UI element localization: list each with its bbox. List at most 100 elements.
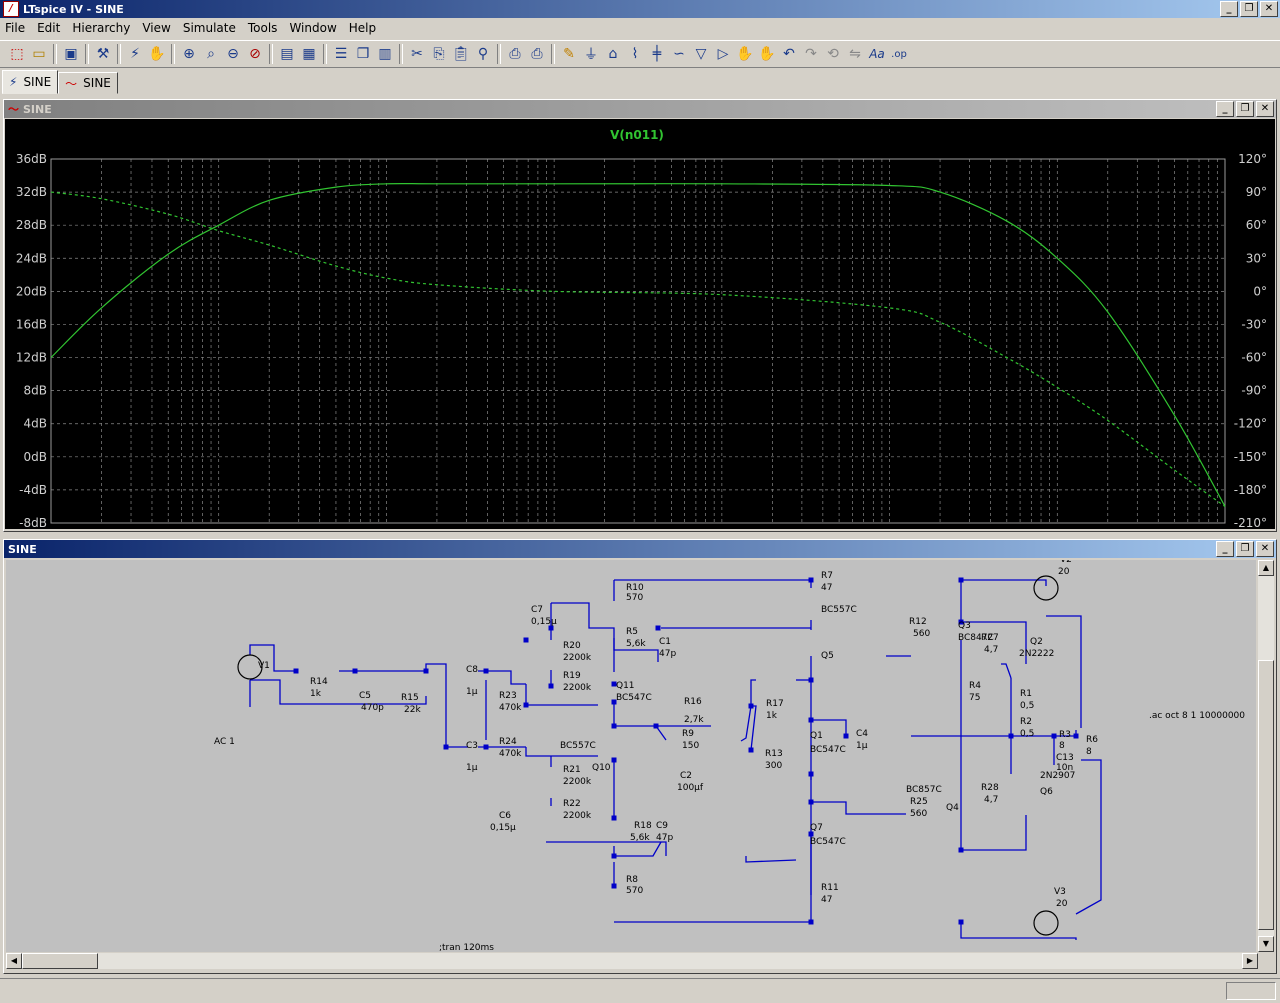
component-name[interactable]: C6 — [499, 811, 511, 821]
voltage-source[interactable] — [1033, 575, 1059, 601]
mirror-icon[interactable]: ⇋ — [849, 46, 861, 62]
move-icon[interactable]: ✋ — [736, 46, 754, 62]
component-name[interactable]: C3 — [466, 741, 478, 751]
wire[interactable] — [750, 705, 757, 751]
plot-restore-button[interactable]: ❐ — [1236, 101, 1254, 117]
component-name[interactable]: Q6 — [1040, 787, 1053, 797]
component-name[interactable]: R21 — [563, 765, 581, 775]
menu-simulate[interactable]: Simulate — [182, 21, 236, 35]
new-schematic-icon[interactable]: ⬚ — [10, 46, 24, 62]
find-icon[interactable]: ⚲ — [477, 46, 489, 62]
schematic-minimize-button[interactable]: _ — [1216, 541, 1234, 557]
tran-directive[interactable]: ;tran 120ms — [439, 943, 494, 952]
wire[interactable] — [546, 841, 667, 856]
menu-window[interactable]: Window — [289, 21, 337, 35]
component-name[interactable]: R17 — [766, 699, 784, 709]
scroll-down-button[interactable]: ▼ — [1258, 936, 1274, 952]
wire[interactable] — [740, 679, 756, 742]
component-name[interactable]: V3 — [1054, 887, 1066, 897]
diode-icon[interactable]: ▽ — [695, 46, 707, 62]
schematic-restore-button[interactable]: ❐ — [1236, 541, 1254, 557]
label-net-icon[interactable]: ⌂ — [608, 46, 618, 62]
run-icon[interactable]: ⚡ — [130, 46, 140, 62]
component-name[interactable]: R11 — [821, 883, 839, 893]
horizontal-scroll-thumb[interactable] — [22, 953, 98, 969]
wire[interactable] — [745, 856, 797, 863]
undo-icon[interactable]: ↶ — [783, 46, 795, 62]
component-icon[interactable]: ▷ — [717, 46, 729, 62]
wire[interactable] — [811, 719, 847, 736]
zoom-fit-icon[interactable]: ⊘ — [249, 46, 261, 62]
wire[interactable] — [250, 679, 427, 705]
component-name[interactable]: R15 — [401, 693, 419, 703]
component-name[interactable]: Q5 — [821, 651, 834, 661]
wire[interactable] — [911, 730, 1077, 737]
capacitor-icon[interactable]: ╪ — [652, 46, 662, 62]
minimize-button[interactable]: _ — [1220, 1, 1238, 17]
component-name[interactable]: R13 — [765, 749, 783, 759]
component-name[interactable]: Q1 — [810, 731, 823, 741]
open-folder-icon[interactable]: ▭ — [32, 46, 46, 62]
cascade-icon[interactable]: ❐ — [356, 46, 370, 62]
component-name[interactable]: C5 — [359, 691, 371, 701]
component-name[interactable]: R23 — [499, 691, 517, 701]
tab-waveform[interactable]: 〜 SINE — [58, 72, 118, 94]
wire[interactable] — [613, 841, 662, 857]
component-name[interactable]: C2 — [680, 771, 692, 781]
wire[interactable] — [613, 702, 667, 741]
component-name[interactable]: R6 — [1086, 735, 1098, 745]
vertical-scroll-thumb[interactable] — [1258, 660, 1274, 930]
menu-hierarchy[interactable]: Hierarchy — [72, 21, 131, 35]
wire[interactable] — [811, 801, 906, 815]
component-name[interactable]: R19 — [563, 671, 581, 681]
wire[interactable] — [1075, 759, 1102, 915]
print-preview-icon[interactable]: ⎙ — [509, 46, 521, 62]
menu-file[interactable]: File — [5, 21, 26, 35]
inductor-icon[interactable]: ∽ — [673, 46, 685, 62]
grid-icon[interactable]: ▦ — [302, 46, 316, 62]
save-icon[interactable]: ▣ — [64, 46, 78, 62]
tile-vertical-icon[interactable]: ▥ — [378, 46, 392, 62]
component-name[interactable]: Q11 — [616, 681, 635, 691]
menu-tools[interactable]: Tools — [247, 21, 278, 35]
restore-button[interactable]: ❐ — [1240, 1, 1258, 17]
component-name[interactable]: Q10 — [592, 763, 611, 773]
component-name[interactable]: R7 — [821, 571, 833, 581]
schematic-close-button[interactable]: ✕ — [1256, 541, 1274, 557]
component-name[interactable]: R3 — [1059, 730, 1071, 740]
component-name[interactable]: R2 — [1020, 717, 1032, 727]
wire[interactable] — [961, 815, 1027, 851]
component-name[interactable]: Q4 — [946, 803, 959, 813]
voltage-source-v1[interactable] — [237, 654, 263, 680]
ground-icon[interactable]: ⏚ — [584, 47, 598, 63]
rotate-icon[interactable]: ⟲ — [827, 46, 839, 62]
component-name[interactable]: C9 — [656, 821, 668, 831]
component-name[interactable]: R25 — [910, 797, 928, 807]
zoom-pan-icon[interactable]: ⌕ — [207, 46, 215, 62]
scroll-right-button[interactable]: ▶ — [1242, 953, 1258, 969]
halt-icon[interactable]: ✋ — [148, 46, 166, 62]
wire[interactable] — [1001, 663, 1012, 679]
component-name[interactable]: V2 — [1060, 560, 1072, 565]
close-button[interactable]: ✕ — [1260, 1, 1278, 17]
component-name[interactable]: R10 — [626, 583, 644, 593]
component-name[interactable]: R24 — [499, 737, 517, 747]
tile-horizontal-icon[interactable]: ☰ — [334, 46, 348, 62]
vertical-scrollbar[interactable]: ▲ ▼ — [1258, 560, 1274, 952]
component-name[interactable]: R16 — [684, 697, 702, 707]
wire[interactable] — [249, 644, 296, 672]
resistor-icon[interactable]: ⌇ — [631, 46, 639, 62]
horizontal-scrollbar[interactable]: ◀ ▶ — [6, 953, 1258, 969]
wire[interactable] — [960, 922, 1051, 939]
wire[interactable] — [613, 638, 659, 662]
component-name[interactable]: R28 — [981, 783, 999, 793]
scroll-left-button[interactable]: ◀ — [6, 953, 22, 969]
component-name[interactable]: C13 — [1056, 753, 1074, 763]
wire[interactable] — [1051, 937, 1077, 940]
spice-directive-icon[interactable]: .op — [891, 48, 907, 60]
tab-schematic[interactable]: ⚡ SINE — [2, 70, 59, 94]
ac-directive[interactable]: .ac oct 8 1 10000000 — [1149, 711, 1245, 721]
component-name[interactable]: C8 — [466, 665, 478, 675]
scroll-up-button[interactable]: ▲ — [1258, 560, 1274, 576]
